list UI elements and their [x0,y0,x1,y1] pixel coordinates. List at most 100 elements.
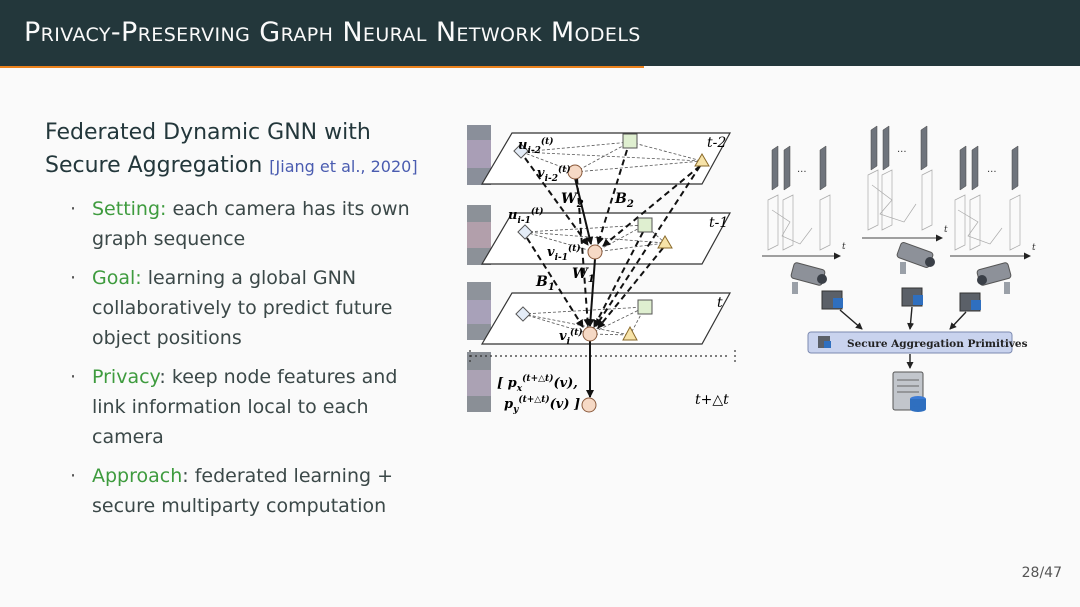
federated-figure: ... ... ... t t t [762,125,1036,412]
label-px-sup: (t+△t) [522,373,553,384]
label-px-tail: (v), [553,376,577,391]
label-b2: B2 [614,191,634,210]
lock-icon [971,300,981,310]
time-axis-label: t [944,225,948,235]
frame-card [771,145,779,191]
arrow-b1 [526,237,584,328]
lock-icon [833,298,843,308]
node-triangle [622,325,638,341]
camera-mount [792,282,798,294]
bullet-dot: · [70,267,77,289]
bullet-privacy: ·Privacy: keep node features and link in… [70,362,430,452]
bullet-keyword: Privacy [92,366,160,388]
frame-thumbnails [467,125,491,412]
bullet-text: learning a global GNN collaboratively to… [92,267,393,349]
citation-link[interactable]: [Jiang et al., 2020] [269,157,418,176]
block-title: Federated Dynamic GNN with Secure Aggreg… [45,116,418,183]
layer-label-t: t [717,295,723,311]
graph-sketch-panel [819,194,831,251]
edge [524,231,596,253]
bullet-dot: · [70,366,77,388]
label-v-i-sup: (t) [570,327,583,338]
node-diamond [517,224,533,240]
edge [594,242,666,253]
label-px-open: [ p [497,376,517,391]
graph-sketch-panel [921,169,933,231]
arrow [907,306,915,330]
camera-icon [896,242,935,274]
secure-aggregation-box [807,331,1013,354]
bullet-list: ·Setting: each camera has its own graph … [70,194,430,530]
temporal-edges [524,149,701,398]
edge [522,306,646,315]
label-v-i-1: vi-1(t) [547,243,581,263]
graph-sketch-panel [969,194,981,251]
arrow-w2-long [576,177,592,327]
block-title-line2: Secure Aggregation [Jiang et al., 2020] [45,149,418,183]
label-u-i-2: ui-2(t) [518,136,554,156]
frame-card [1011,145,1019,191]
label-b1-sub: 1 [548,282,555,293]
bullet-goal: ·Goal: learning a global GNN collaborati… [70,263,430,353]
arrow-b1-tri [597,247,664,329]
secure-chip-icon [901,287,923,307]
bullet-setting: ·Setting: each camera has its own graph … [70,194,430,254]
frame-thumbnail-tint [467,300,491,324]
node-circle [587,244,603,260]
label-u-i-2-base: u [518,138,527,153]
label-u-i-1-base: u [508,208,517,223]
secure-aggregation-label: Secure Aggregation Primitives [847,338,1028,350]
frame-card [882,125,890,171]
server-icon [892,371,926,412]
bullet-dot: · [70,198,77,220]
frame-thumbnail-tint [467,140,491,168]
layer-label-t-1: t-1 [709,215,728,231]
edge [521,151,703,162]
intra-edges [521,141,703,336]
label-py-tail: (v) ] [550,397,581,412]
node-future [581,397,597,413]
label-px-sub: x [516,384,523,394]
label-w2-sub: 2 [576,199,584,210]
label-v-i-2-base: v [537,166,545,181]
time-axis-label: t [1032,243,1036,253]
node-circle [582,326,598,342]
edge [524,224,646,233]
label-py-sub: y [512,405,519,415]
node-square [622,133,638,149]
label-b2-sub: 2 [626,199,634,210]
edge [521,151,576,173]
edge [589,306,646,335]
camera-icon [790,262,827,294]
secure-chip-icon [959,292,981,312]
label-v-i-1-sup: (t) [568,243,581,254]
label-v-i-2-sup: (t) [558,164,571,175]
graph-sketch-panel [954,194,966,251]
label-py-base: p [504,397,513,412]
edge [574,141,631,173]
bullet-dot: · [70,465,77,487]
node-square [637,299,653,315]
label-v-i-2-sub: i-2 [545,174,558,184]
graph-sketch-line [771,209,813,245]
arrow-tri-long [595,165,701,327]
node-circle [567,164,583,180]
label-px: [ px(t+△t)(v), [497,373,578,394]
frame-card [819,145,827,191]
camera-icon [976,262,1012,294]
label-py-sup: (t+△t) [518,394,549,405]
node-labels: ui-2(t) vi-2(t) ui-1(t) vi-1(t) vi(t) W2… [497,136,634,415]
frame-card [959,145,967,191]
label-b1-base: B [535,274,548,290]
aggregation-arrows [839,306,967,369]
label-b1: B1 [535,274,555,293]
edge [594,224,646,253]
database-bottom [910,406,926,412]
graph-sketch-line [957,209,1003,245]
edge [574,160,703,173]
node-diamond [513,143,529,159]
slide-title: Privacy-Preserving Graph Neural Network … [24,17,641,48]
arrow [839,309,863,330]
edge [629,141,703,162]
ellipsis: ... [897,144,907,155]
